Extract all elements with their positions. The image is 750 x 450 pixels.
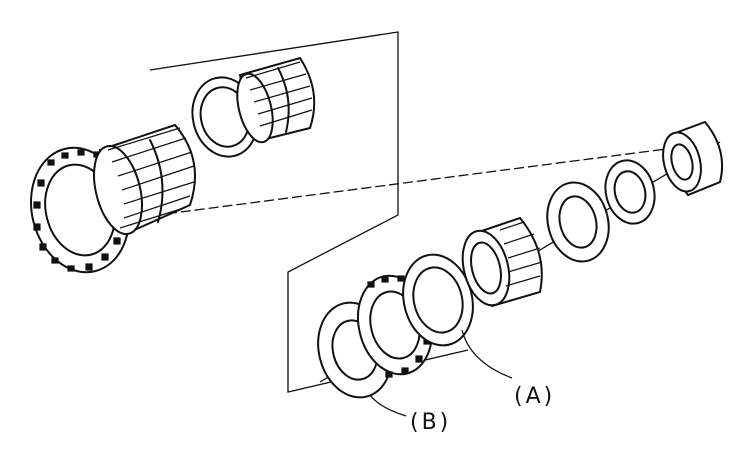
section-plane-outline bbox=[149, 31, 469, 393]
lock-washer bbox=[604, 159, 656, 225]
hex-nut bbox=[662, 120, 724, 197]
callout-a: (A) bbox=[514, 384, 556, 409]
flat-washer bbox=[546, 181, 610, 263]
callout-b: (B) bbox=[410, 410, 452, 435]
roller-bearing-lower bbox=[461, 216, 543, 308]
roller-cage-left bbox=[93, 123, 196, 235]
thrust-race-a bbox=[402, 253, 474, 347]
leader-lines bbox=[369, 329, 513, 417]
roller-cage-upper bbox=[236, 56, 316, 144]
